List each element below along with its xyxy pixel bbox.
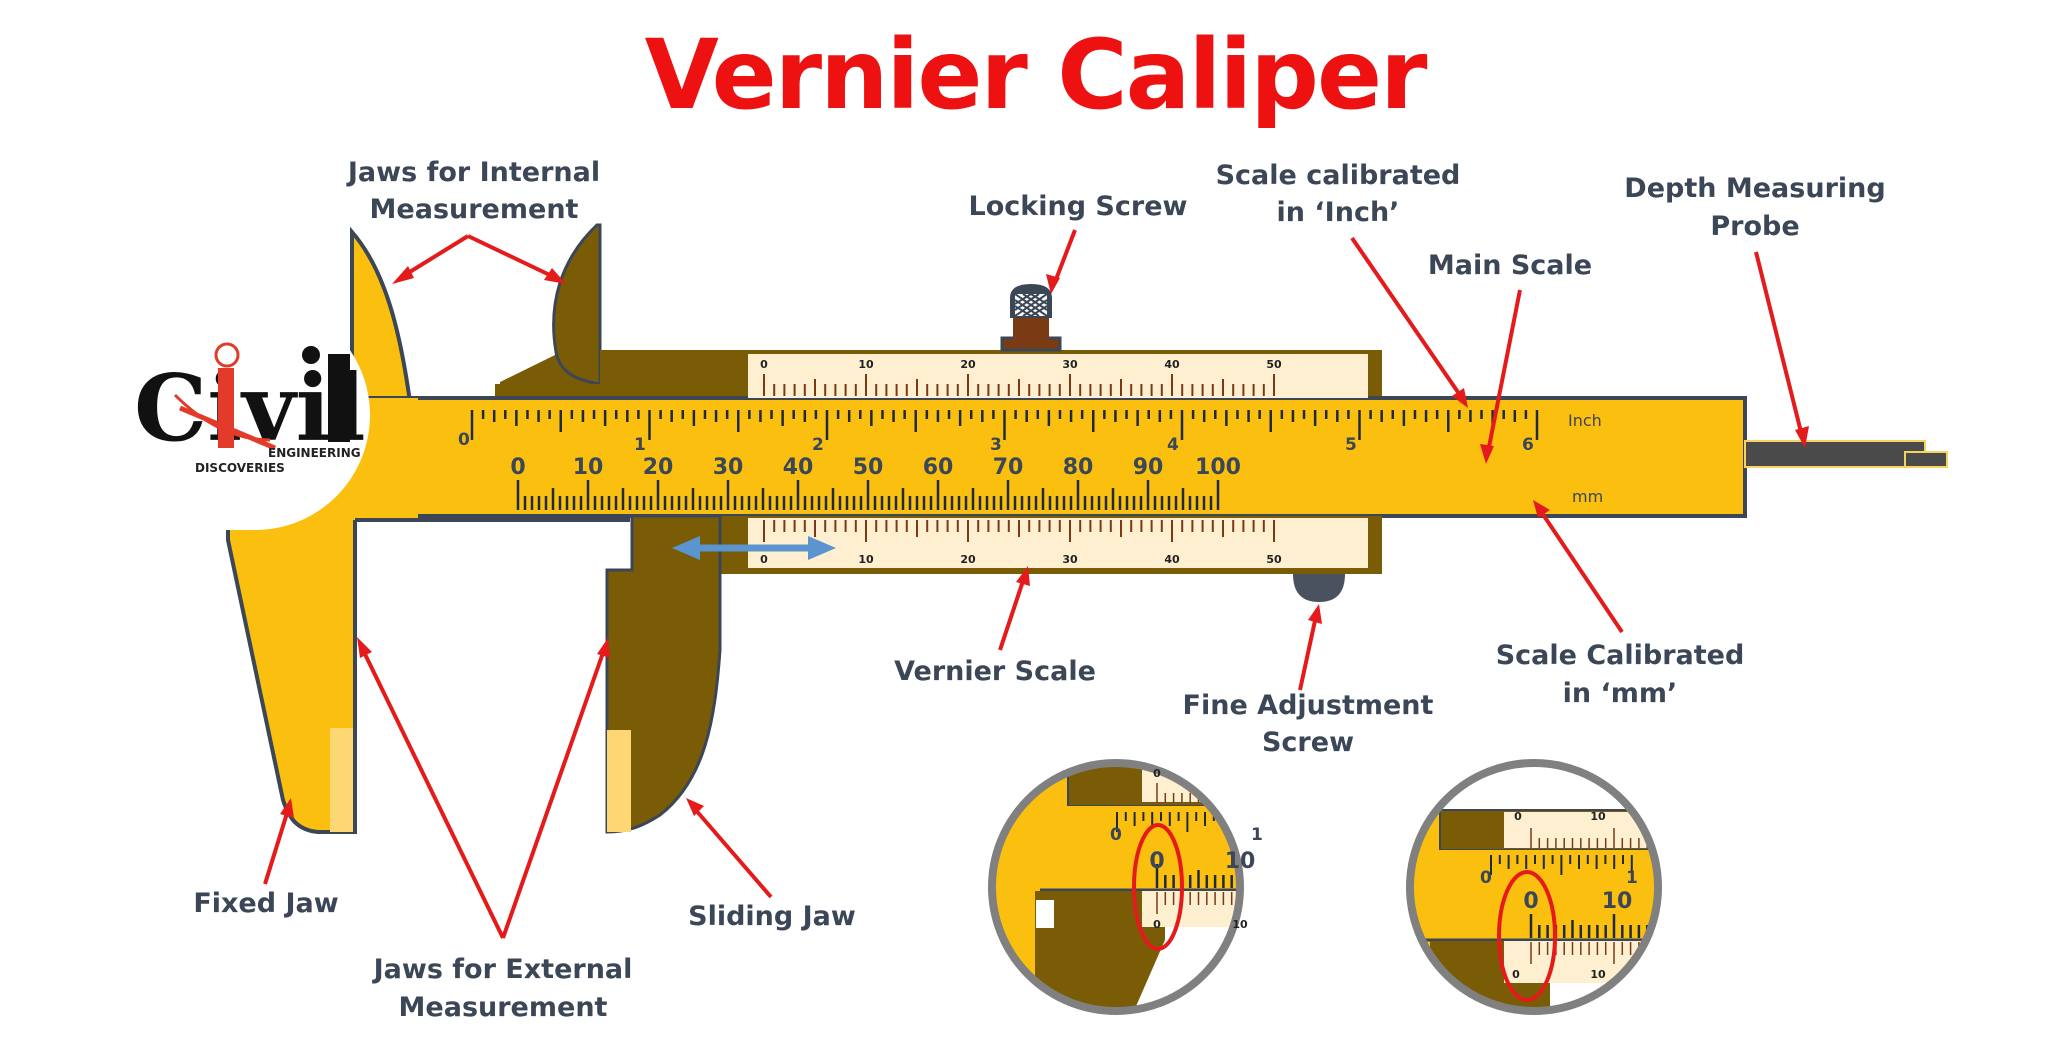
mm-label-0: 0 (510, 455, 525, 480)
mm-label-80: 80 (1063, 455, 1094, 480)
inch-label-2: 2 (812, 435, 824, 455)
label-sliding-jaw: Sliding Jaw (688, 901, 856, 932)
label-external-jaws-line1: Jaws for External (372, 954, 633, 985)
logo-word: Civil (134, 354, 366, 462)
label-vernier-scale: Vernier Scale (894, 656, 1096, 687)
mm-label-60: 60 (923, 455, 954, 480)
fixed-jaw-face (330, 728, 354, 832)
inch-label-6: 6 (1522, 435, 1534, 455)
building-icon (328, 354, 350, 442)
caliper: 0 1 2 3 4 5 6 Inch 0 10 20 30 40 50 60 7… (226, 223, 1948, 834)
zero-alignment-circle (1132, 823, 1184, 951)
mm-label-90: 90 (1133, 455, 1164, 480)
mm-label-20: 20 (643, 455, 674, 480)
zoom-inset-zero-error-left: 0 1 0 10 0 10 0 (988, 759, 1263, 1015)
inset-right-inch-1: 1 (1626, 868, 1638, 888)
zero-alignment-circle (1497, 870, 1557, 1002)
inset-left-inch-1: 1 (1251, 825, 1263, 845)
locking-screw (1000, 284, 1062, 352)
inset-right-mm-0: 0 (1523, 889, 1538, 914)
label-internal-jaws-line1: Jaws for Internal (346, 157, 600, 188)
label-external-jaws-line2: Measurement (399, 992, 608, 1023)
mm-label-40: 40 (783, 455, 814, 480)
slide-direction-arrow (672, 536, 836, 560)
label-fixed-jaw: Fixed Jaw (193, 888, 338, 919)
inch-label-4: 4 (1167, 435, 1179, 455)
label-inch-scale-line1: Scale calibrated (1216, 160, 1461, 191)
inset-right-vernier-10: 10 (1590, 968, 1606, 981)
inset-left-inch-0: 0 (1110, 825, 1122, 845)
label-fine-adjust-line2: Screw (1262, 727, 1354, 758)
label-depth-probe-line1: Depth Measuring (1624, 173, 1885, 204)
depth-probe (1744, 440, 1948, 468)
inch-label-5: 5 (1345, 435, 1357, 455)
inset-left-vernier-0: 0 (1153, 918, 1161, 931)
vernier-bottom-label-50: 50 (1266, 553, 1282, 566)
zoom-inset-zero-error-right: 0 1 0 10 0 10 0 10 (1406, 759, 1662, 1015)
mm-scale (516, 480, 1220, 510)
globe-icon (302, 346, 320, 364)
vernier-bottom-label-10: 10 (858, 553, 874, 566)
vernier-bottom-label-0: 0 (760, 553, 768, 566)
vernier-bottom-label-30: 30 (1062, 553, 1078, 566)
fine-adjustment-screw (1293, 574, 1345, 602)
vernier-top-label-20: 20 (960, 358, 976, 371)
mm-label-70: 70 (993, 455, 1024, 480)
vernier-top-label-0: 0 (760, 358, 768, 371)
inch-label-1: 1 (634, 435, 646, 455)
callout-arrows (263, 229, 1809, 939)
vernier-top-label-10: 10 (858, 358, 874, 371)
vernier-scale-top (763, 374, 1275, 396)
vernier-bottom-label-20: 20 (960, 553, 976, 566)
inch-label-3: 3 (990, 435, 1002, 455)
callout-labels: Jaws for Internal Measurement Locking Sc… (193, 157, 1885, 1023)
vernier-scale-bottom (763, 520, 1275, 542)
inset-right-vernier-top-10: 10 (1590, 810, 1606, 823)
logo-engineering: ENGINEERING (268, 446, 361, 460)
label-main-scale: Main Scale (1428, 250, 1592, 281)
bridge-icon (173, 342, 276, 451)
inch-scale (470, 410, 1539, 440)
inch-label-0: 0 (458, 430, 470, 450)
inset-left-mm-0: 0 (1149, 849, 1164, 874)
inch-unit-label: Inch (1568, 411, 1602, 430)
inset-right-inch-0: 0 (1480, 868, 1492, 888)
vernier-top-label-50: 50 (1266, 358, 1282, 371)
mm-label-50: 50 (853, 455, 884, 480)
label-inch-scale-line2: in ‘Inch’ (1277, 197, 1400, 228)
mm-label-30: 30 (713, 455, 744, 480)
label-locking-screw: Locking Screw (969, 191, 1188, 222)
inset-right-mm-10: 10 (1602, 889, 1633, 914)
vernier-top-label-30: 30 (1062, 358, 1078, 371)
inset-right-vernier-top-0: 0 (1514, 810, 1522, 823)
diagram-title: Vernier Caliper (645, 19, 1429, 131)
vernier-top-label-40: 40 (1164, 358, 1180, 371)
mm-unit-label: mm (1572, 487, 1603, 506)
sliding-jaw-face (607, 730, 631, 832)
logo-discoveries: DISCOVERIES (195, 461, 285, 475)
mm-label-10: 10 (573, 455, 604, 480)
inset-left-vernier-10: 10 (1232, 918, 1248, 931)
label-fine-adjust-line1: Fine Adjustment (1183, 690, 1434, 721)
label-internal-jaws-line2: Measurement (370, 194, 579, 225)
vernier-bottom-label-40: 40 (1164, 553, 1180, 566)
label-mm-scale-line2: in ‘mm’ (1563, 678, 1678, 709)
label-mm-scale-line1: Scale Calibrated (1496, 640, 1745, 671)
inset-left-mm-10: 10 (1225, 849, 1256, 874)
inset-left-vernier-top-0: 0 (1153, 767, 1161, 780)
mm-label-100: 100 (1195, 455, 1241, 480)
label-depth-probe-line2: Probe (1710, 211, 1799, 242)
inset-right-vernier-0: 0 (1512, 968, 1520, 981)
civil-engineering-discoveries-logo: Civil ENGINEERING DISCOVERIES (0, 300, 370, 530)
